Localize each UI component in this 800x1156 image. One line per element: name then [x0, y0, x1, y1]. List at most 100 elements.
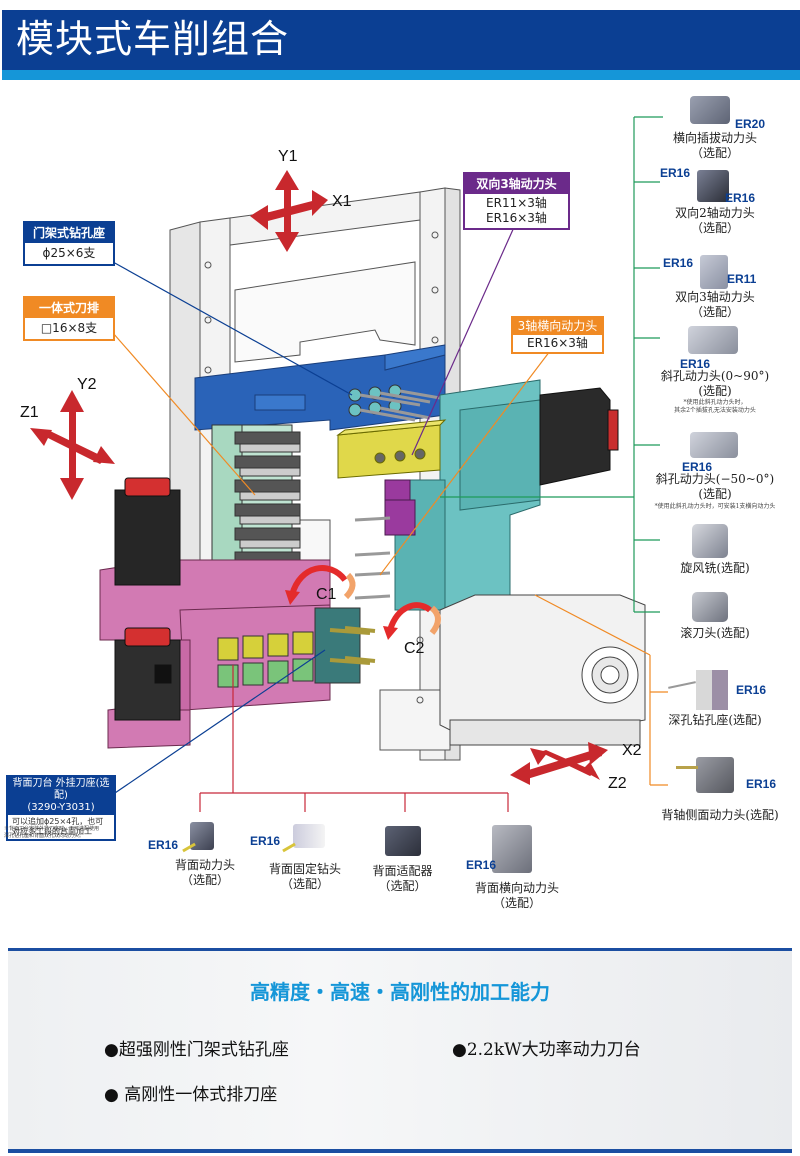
caption-line: （选配） — [378, 879, 427, 893]
option-caption: 双向3轴动力头 （选配） — [655, 290, 775, 320]
axis-label-z2: Z2 — [608, 775, 627, 792]
right-options-bracket — [440, 116, 663, 613]
option-image-angled-head-0-90 — [688, 326, 738, 354]
caption-line: 背面适配器 — [372, 864, 433, 878]
option-caption: 背轴侧面动力头(选配) — [661, 808, 779, 822]
caption-line: 背面横向动力头 — [474, 881, 559, 895]
bottom-options-bracket — [199, 665, 509, 812]
note-line: *使用此斜孔动力头时， — [683, 399, 747, 406]
er-label: ER16 — [660, 166, 691, 180]
callout-title: 背面刀台 外挂刀座(选配) — [12, 778, 110, 801]
er-label: ER16 — [466, 858, 497, 872]
axis-label-y2: Y2 — [77, 376, 97, 393]
gantry-drill-block — [194, 344, 446, 431]
drill-bit — [676, 766, 698, 769]
callout-line: ER16×3轴 — [486, 211, 547, 225]
option-caption: 斜孔动力头(−50~0°) (选配) — [640, 472, 790, 502]
caption-line: 斜孔动力头(0~90°) — [660, 369, 770, 383]
footnote-line: ※背面刀台安装外挂刀座时，不可选配使用 — [4, 826, 100, 832]
caption-line: （选配） — [492, 896, 541, 910]
option-caption: 斜孔动力头(0~90°) (选配) — [640, 369, 790, 399]
c2-arrow-icon — [387, 602, 432, 632]
er-label: ER16 — [680, 357, 711, 371]
option-image-back-side-head — [696, 757, 734, 793]
callout-title: 一体式刀排 — [25, 298, 113, 318]
callout-title: 3轴横向动力头 — [513, 318, 602, 335]
callout-gantry-drill: 门架式钻孔座 ϕ25×6支 — [23, 221, 115, 266]
back-turret-footnote: ※背面刀台安装外挂刀座时，不可选配使用 深孔钻孔座和背面双孔双向动力头。 — [4, 826, 116, 840]
caption-line: （选配） — [690, 305, 739, 319]
leader-dual3axis — [411, 224, 516, 456]
gantry-drills — [348, 384, 441, 422]
option-caption: 横向插拔动力头 （选配） — [655, 131, 775, 161]
axis-label-x2: X2 — [622, 742, 642, 759]
option-caption: 背面动力头 （选配） — [160, 858, 250, 888]
option-note: *使用此斜孔动力头时， 其余2个插拔孔无法安装动力头 — [640, 399, 790, 415]
option-note: *使用此斜孔动力头时，可安装1支横向动力头 — [654, 503, 776, 510]
page-title: 模块式车削组合 — [16, 17, 290, 61]
option-caption: 背面固定钻头 （选配） — [255, 862, 355, 892]
note-line: 其余2个插拔孔无法安装动力头 — [674, 407, 756, 414]
axis-label-y1: Y1 — [278, 148, 298, 165]
axis-label-z1: Z1 — [20, 404, 39, 421]
leader-backturret — [111, 649, 326, 796]
features-title: 高精度・高速・高刚性的加工能力 — [250, 980, 550, 1004]
callout-back-turret: 背面刀台 外挂刀座(选配) (3290-Y3031) 可以追加ϕ25×4孔，也可… — [6, 775, 116, 841]
callout-body: ER16×3轴 — [527, 336, 588, 350]
leader-gantry — [112, 261, 353, 396]
option-caption: 深孔钻孔座(选配) — [668, 713, 762, 727]
option-caption: 双向2轴动力头 （选配） — [655, 206, 775, 236]
footnote-line: 深孔钻孔座和背面双孔双向动力头。 — [4, 833, 85, 839]
er-label: ER16 — [746, 777, 777, 791]
callout-cross-3axis: 3轴横向动力头 ER16×3轴 — [511, 316, 604, 354]
callout-title: 双向3轴动力头 — [465, 174, 568, 194]
option-image-angled-head-neg50-0 — [690, 432, 738, 458]
er-label: ER16 — [663, 256, 694, 270]
caption-line: 斜孔动力头(−50~0°) — [655, 472, 775, 486]
cross-drills — [354, 516, 391, 600]
option-image-hobbing-head — [692, 592, 728, 622]
cross-slide-motor — [539, 387, 619, 486]
er-label: ER11 — [727, 272, 757, 286]
axis-label-x1: X1 — [332, 193, 352, 210]
caption-line: （选配） — [690, 221, 739, 235]
option-caption: 背面横向动力头 （选配） — [462, 881, 572, 911]
leader-cross3axis — [379, 350, 551, 576]
option-image-dual-2axis — [697, 170, 729, 202]
option-caption: 背面适配器 （选配） — [355, 864, 450, 894]
axis-label-c2: C2 — [404, 640, 425, 657]
axis-arrows-x1y1 — [250, 170, 328, 252]
er-label: ER16 — [250, 834, 281, 848]
axis-arrows-x2z2 — [510, 742, 608, 785]
header-bar — [2, 10, 800, 70]
caption-line: (选配) — [698, 487, 732, 501]
spindle-options-bracket — [534, 594, 668, 786]
sub-spindle — [439, 594, 646, 746]
axis-label-c1: C1 — [316, 586, 337, 603]
header-stripe — [2, 70, 800, 80]
caption-line: （选配） — [690, 146, 739, 160]
callout-dual-3axis: 双向3轴动力头 ER11×3轴 ER16×3轴 — [463, 172, 570, 230]
callout-gang-tool: 一体式刀排 □16×8支 — [23, 296, 115, 341]
lower-motor — [114, 627, 181, 721]
callout-title: 门架式钻孔座 — [25, 223, 113, 243]
option-image-cross-plugin-head — [690, 96, 730, 124]
er-label: ER16 — [682, 460, 713, 474]
leader-gangtool — [112, 332, 256, 496]
feature-item: ● 高刚性一体式排刀座 — [104, 1085, 278, 1105]
caption-line: （选配） — [280, 877, 329, 891]
option-image-back-adapter — [385, 826, 421, 856]
caption-line: 背面动力头 — [174, 858, 235, 872]
option-image-back-cross-head — [492, 825, 532, 873]
caption-line: 双向3轴动力头 — [675, 290, 755, 304]
features-panel — [8, 948, 792, 1153]
er-label: ER16 — [148, 838, 179, 852]
cross-slide — [394, 379, 541, 611]
c1-arrow-icon — [289, 565, 348, 596]
caption-line: 横向插拔动力头 — [672, 131, 757, 145]
er-label: ER20 — [735, 117, 766, 131]
callout-body: □16×8支 — [40, 321, 98, 335]
machine-illustration — [30, 116, 668, 812]
option-image-dual-3axis — [700, 255, 728, 289]
caption-line: (选配) — [698, 384, 732, 398]
